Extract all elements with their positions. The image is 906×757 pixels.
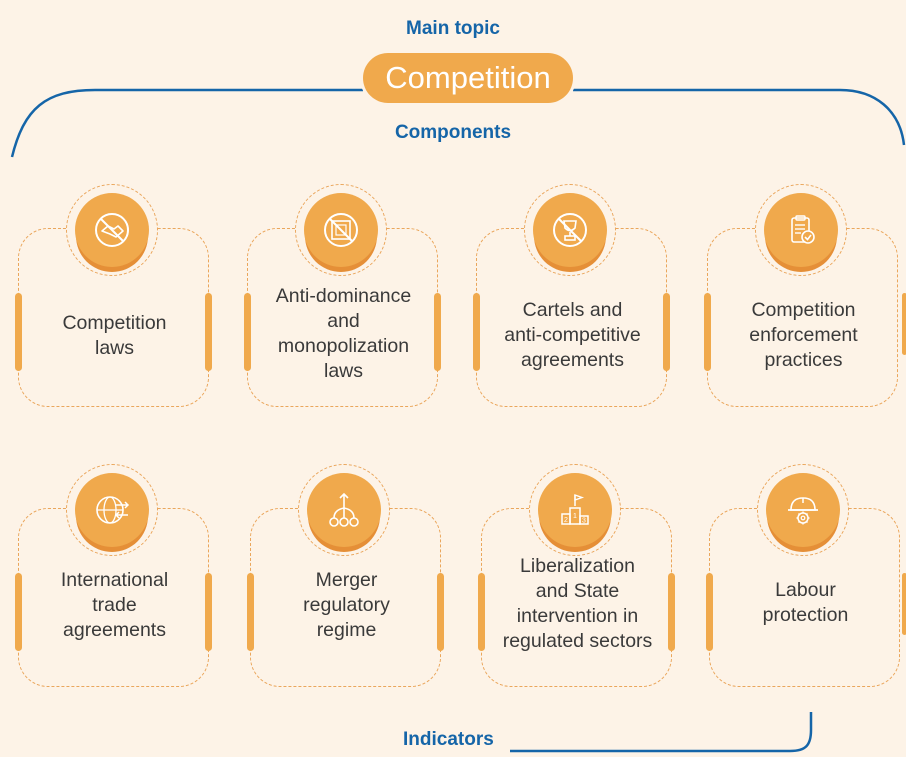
hardhat-gear-icon xyxy=(788,497,818,525)
main-topic-label: Main topic xyxy=(406,18,500,39)
components-label: Components xyxy=(394,122,512,143)
handshake-prohibited-icon xyxy=(95,213,129,247)
clipboard-check-icon xyxy=(791,215,815,244)
merge-arrows-icon xyxy=(329,492,359,527)
globe-arrows-icon xyxy=(96,496,130,524)
podium-flag-icon: 1 2 3 xyxy=(561,494,589,525)
card-side-bar xyxy=(668,573,675,651)
card-side-bar xyxy=(663,293,670,371)
svg-text:3: 3 xyxy=(582,518,586,525)
card-side-bar xyxy=(902,293,906,355)
card-side-bar xyxy=(437,573,444,651)
card-side-bar xyxy=(205,573,212,651)
card-side-bar xyxy=(473,293,480,371)
card-side-bar xyxy=(704,293,711,371)
svg-text:2: 2 xyxy=(564,517,568,524)
card-side-bar xyxy=(15,293,22,371)
card-side-bar xyxy=(478,573,485,651)
svg-text:1: 1 xyxy=(573,513,577,520)
trophy-prohibited-icon xyxy=(553,213,587,247)
icon-circle xyxy=(764,193,838,267)
indicators-label: Indicators xyxy=(403,729,494,750)
card-side-bar xyxy=(902,573,906,635)
card-side-bar xyxy=(244,293,251,371)
icon-circle xyxy=(538,473,612,547)
card-side-bar xyxy=(706,573,713,651)
monopoly-board-prohibited-icon xyxy=(324,213,358,247)
card-side-bar xyxy=(205,293,212,371)
card-side-bar xyxy=(434,293,441,371)
topic-pill: Competition xyxy=(363,53,573,103)
card-side-bar xyxy=(247,573,254,651)
card-side-bar xyxy=(15,573,22,651)
